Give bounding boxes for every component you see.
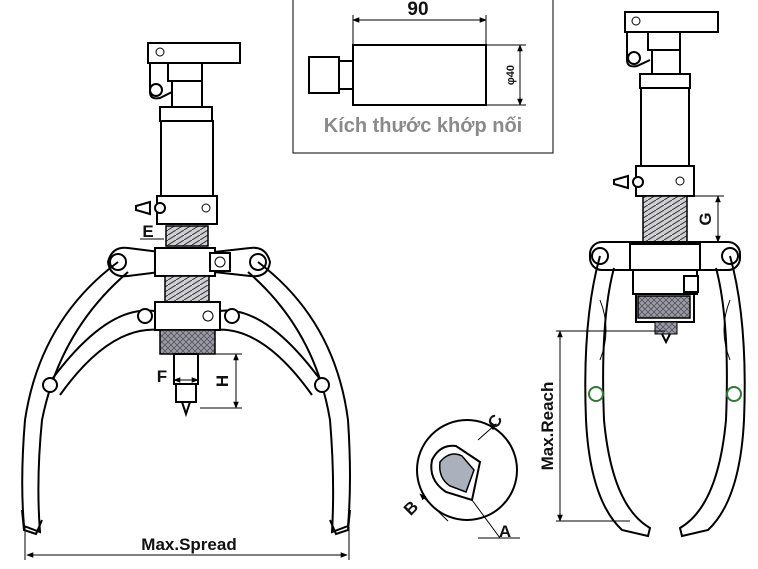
label-F: F	[157, 367, 167, 386]
ram-thread-lower	[164, 275, 210, 305]
forcing-point	[181, 401, 191, 418]
jaw-tip-detail: A B C	[400, 411, 520, 541]
label-max-spread: Max.Spread	[141, 535, 236, 554]
coupling-neck	[338, 60, 354, 90]
label-G: G	[696, 212, 715, 225]
label-A: A	[499, 522, 511, 541]
inset-frame	[292, 0, 554, 154]
length-dimension-value: 90	[407, 0, 428, 20]
puller-side-view: G Max.Reach	[538, 11, 746, 538]
pivot-pin-left	[588, 386, 604, 402]
label-B: B	[400, 497, 422, 519]
crosshead	[154, 247, 216, 277]
hydraulic-cylinder	[160, 120, 214, 197]
label-H: H	[213, 375, 232, 387]
left-jaw-arm-front	[21, 261, 129, 534]
ram-thread-side	[642, 195, 688, 243]
diameter-dimension-value: φ40	[505, 65, 517, 85]
right-jaw-arm-side	[678, 255, 746, 538]
forcing-screw-knurl	[159, 329, 216, 355]
left-jaw-arm-side	[584, 255, 652, 538]
pivot-pin-right	[726, 386, 742, 402]
coupling-body	[352, 44, 487, 106]
coupling-nut	[308, 56, 340, 94]
forcing-screw-knurl-side	[637, 295, 691, 319]
right-jaw-arm-front	[247, 261, 351, 534]
pump-handle	[147, 42, 241, 64]
hydraulic-cylinder-side	[640, 87, 690, 167]
puller-front-view: E F	[21, 42, 351, 560]
coupling-inset: 90 φ40 Kích thước khớp nối	[292, 0, 554, 154]
label-E: E	[142, 222, 153, 241]
label-max-reach: Max.Reach	[538, 382, 557, 471]
pump-handle-side	[624, 11, 719, 33]
inset-caption: Kích thước khớp nối	[324, 115, 522, 137]
ram-thread-upper	[165, 225, 209, 247]
